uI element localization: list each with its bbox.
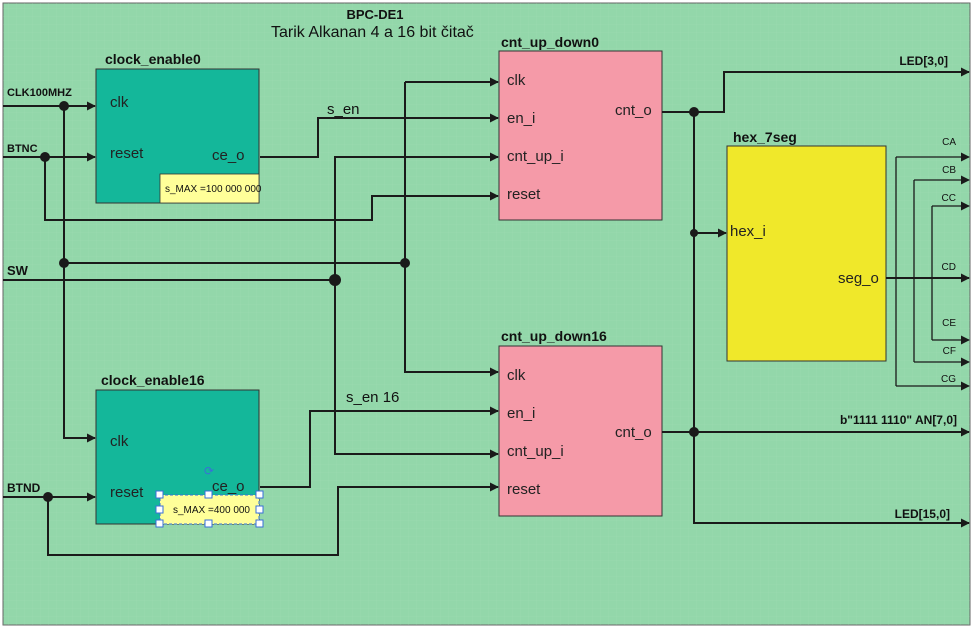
- clock-enable16-block[interactable]: clock_enable16 clk reset ce_o ⟳ s_MAX =4…: [95, 372, 264, 528]
- block-title: clock_enable16: [101, 372, 205, 388]
- signal-s-en: s_en: [327, 101, 360, 118]
- port-clk: clk: [110, 433, 129, 450]
- signal-s-en16: s_en 16: [346, 389, 399, 406]
- block-title: hex_7seg: [733, 129, 797, 145]
- segment-label-cg: CG: [941, 374, 956, 385]
- board-title: BPC-DE1: [346, 7, 403, 22]
- port-clk: clk: [110, 94, 129, 111]
- wires: [3, 67, 970, 556]
- clock-enable0-block[interactable]: clock_enable0 clk reset ce_o s_MAX =100 …: [95, 51, 262, 204]
- port-reset: reset: [110, 484, 144, 501]
- port-en-i: en_i: [507, 405, 535, 422]
- output-led-high: LED[15,0]: [895, 507, 950, 521]
- block-title: cnt_up_down16: [501, 328, 607, 344]
- input-btnd: BTND: [7, 481, 41, 495]
- port-reset: reset: [507, 186, 541, 203]
- port-cnt-o: cnt_o: [615, 102, 652, 119]
- port-ce-o: ce_o: [212, 478, 245, 495]
- input-sw: SW: [7, 263, 29, 278]
- segment-label-cc: CC: [942, 193, 956, 204]
- hex-7seg-block[interactable]: hex_7seg hex_i seg_o: [726, 129, 887, 362]
- segment-label-cb: CB: [942, 165, 956, 176]
- port-cnt-up-i: cnt_up_i: [507, 443, 564, 460]
- junction-dots: [40, 101, 699, 502]
- input-clk100mhz: CLK100MHZ: [7, 87, 72, 99]
- block-title: cnt_up_down0: [501, 34, 599, 50]
- selection-handles[interactable]: [155, 490, 264, 528]
- port-clk: clk: [507, 72, 526, 89]
- port-cnt-up-i: cnt_up_i: [507, 148, 564, 165]
- param-note[interactable]: [159, 173, 260, 204]
- segment-label-cf: CF: [943, 346, 956, 357]
- port-seg-o: seg_o: [838, 270, 879, 287]
- port-reset: reset: [507, 481, 541, 498]
- segment-label-cd: CD: [942, 262, 956, 273]
- port-hex-i: hex_i: [730, 223, 766, 240]
- output-led-low: LED[3,0]: [899, 54, 948, 68]
- refresh-icon[interactable]: ⟳: [204, 464, 214, 478]
- param-text: s_MAX =100 000 000: [165, 184, 262, 195]
- port-en-i: en_i: [507, 110, 535, 127]
- cnt-up-down16-block[interactable]: cnt_up_down16 clk en_i cnt_up_i reset cn…: [498, 328, 663, 517]
- port-clk: clk: [507, 367, 526, 384]
- cnt-up-down0-block[interactable]: cnt_up_down0 clk en_i cnt_up_i reset cnt…: [498, 34, 663, 221]
- board-subtitle: Tarik Alkanan 4 a 16 bit čitač: [271, 24, 474, 41]
- port-reset: reset: [110, 145, 144, 162]
- input-btnc: BTNC: [7, 143, 38, 155]
- segment-labels: CA CB CC CD CE CF CG: [941, 137, 956, 385]
- segment-label-ce: CE: [942, 318, 956, 329]
- segment-label-ca: CA: [942, 137, 956, 148]
- port-cnt-o: cnt_o: [615, 424, 652, 441]
- port-ce-o: ce_o: [212, 147, 245, 164]
- block-title: clock_enable0: [105, 51, 201, 67]
- param-text: s_MAX =400 000: [173, 505, 250, 516]
- output-an: b"1111 1110" AN[7,0]: [840, 413, 957, 427]
